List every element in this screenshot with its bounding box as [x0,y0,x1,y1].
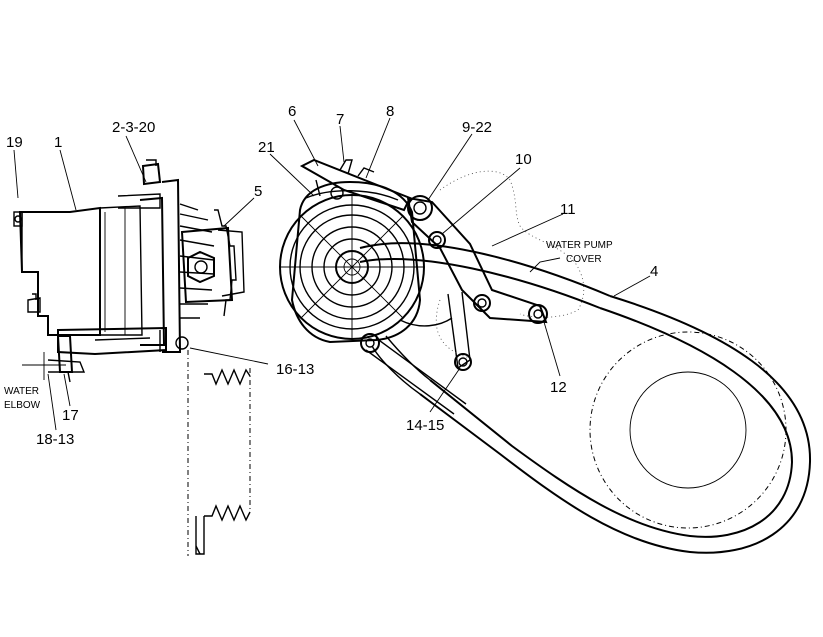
leader-lines [13,117,651,431]
bolt-12 [528,304,548,324]
callout-9-22: 9-22 [462,119,492,136]
water-pump-cover-label-line2: COVER [566,254,602,265]
callout-16-13: 16-13 [276,361,314,378]
drive-belt [359,242,812,554]
crankshaft-pulley [589,331,787,529]
alternator-side-view [13,159,245,383]
bolt-pivot-mid [473,294,491,312]
pulley-groove-profile [187,350,251,556]
callout-7: 7 [336,111,344,128]
callout-2-3-20: 2-3-20 [112,119,155,136]
callout-10: 10 [515,151,532,168]
callout-labels: 19 1 2-3-20 5 6 7 8 21 9-22 10 11 4 12 1… [4,103,658,448]
callout-4: 4 [650,263,658,280]
bolt-lower-left [360,333,380,353]
bolt-lower-arm [454,353,472,371]
callout-6: 6 [288,103,296,120]
callout-8: 8 [386,103,394,120]
callout-12: 12 [550,379,567,396]
callout-14-15: 14-15 [406,417,444,434]
callout-18-13: 18-13 [36,431,74,448]
water-pump-cover-label-line1: WATER PUMP [546,240,613,251]
bolt-9-22 [407,195,433,221]
water-elbow-label-line2: ELBOW [4,400,41,411]
water-elbow-label-line1: WATER [4,386,39,397]
callout-21: 21 [258,139,275,156]
idler-arm [406,196,548,370]
callout-5: 5 [254,183,262,200]
lower-belt-band [365,337,467,415]
adjusting-strap [299,158,412,212]
callout-19: 19 [6,134,23,151]
callout-17: 17 [62,407,79,424]
alternator-front-view [279,180,453,344]
callout-1: 1 [54,134,62,151]
callout-11: 11 [560,201,576,218]
bolt-10 [428,231,446,249]
